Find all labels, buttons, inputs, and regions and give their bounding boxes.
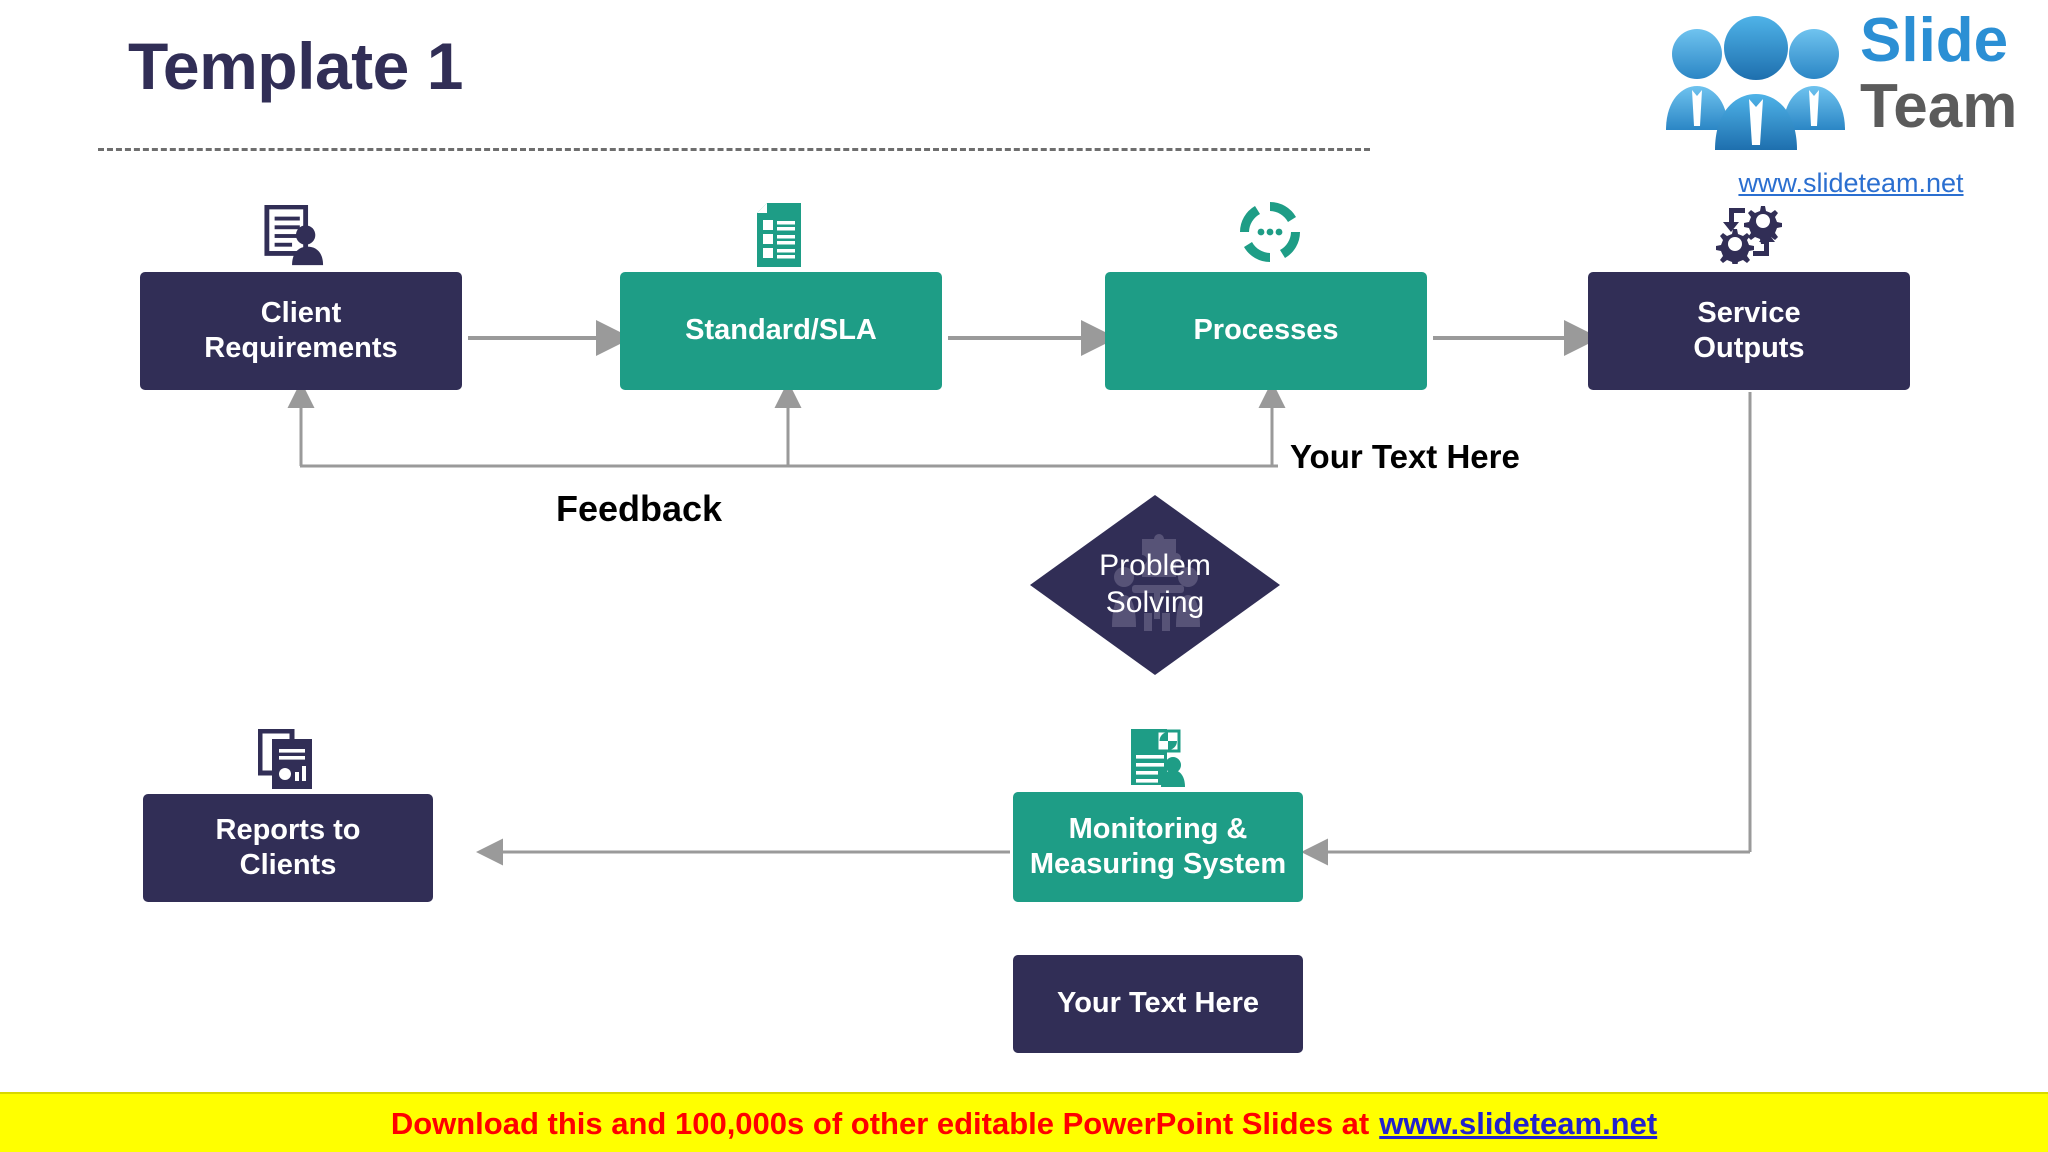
diamond-label-line1: Problem — [1099, 549, 1211, 583]
logo-text-slide: Slide — [1860, 6, 2009, 75]
page-title: Template 1 — [128, 29, 463, 103]
your-text-here-label: Your Text Here — [1290, 438, 1520, 475]
feedback-label: Feedback — [556, 488, 723, 529]
cycle-arrows-icon — [1240, 202, 1300, 262]
box-label: Processes — [1193, 314, 1339, 347]
box-label: Standard/SLA — [685, 314, 877, 347]
footer-link[interactable]: www.slideteam.net — [1379, 1106, 1658, 1141]
three-people-icon — [1666, 16, 1845, 150]
gears-process-icon — [1716, 206, 1782, 264]
box-label-line1: Client — [260, 296, 342, 329]
box-label: Your Text Here — [1057, 987, 1259, 1020]
box-label-line2: Requirements — [204, 332, 398, 364]
box-label-line1: Reports to — [215, 813, 361, 846]
diamond-label: Problem Solving — [1030, 495, 1280, 675]
diamond-label-line2: Solving — [1105, 586, 1205, 619]
flow-box-processes[interactable]: Processes — [1105, 272, 1427, 390]
checklist-document-icon — [757, 203, 801, 267]
logo-text-team: Team — [1860, 72, 2018, 141]
logo-url-link[interactable]: www.slideteam.net — [1738, 168, 1964, 198]
box-label-line2: Outputs — [1693, 332, 1805, 364]
box-label-line1: Service — [1697, 296, 1801, 329]
flow-box-standard-sla[interactable]: Standard/SLA — [620, 272, 942, 390]
flow-box-your-text-here[interactable]: Your Text Here — [1013, 955, 1303, 1053]
slideteam-logo[interactable]: Slide Team www.slideteam.net — [1642, 0, 2048, 200]
box-label-line2: Measuring System — [1029, 848, 1287, 880]
problem-solving-diamond[interactable]: Problem Solving — [1030, 495, 1280, 675]
monitor-report-person-icon — [1131, 729, 1185, 787]
flow-box-monitoring-measuring-system[interactable]: Monitoring &Measuring System — [1013, 792, 1303, 902]
footer-text: Download this and 100,000s of other edit… — [390, 1106, 1370, 1141]
report-chart-icon — [258, 729, 312, 789]
puzzle-team-icon — [1112, 534, 1200, 631]
box-label-line2: Clients — [239, 849, 337, 881]
title-divider — [98, 148, 1370, 151]
download-footer-banner: Download this and 100,000s of other edit… — [0, 1092, 2048, 1152]
box-label-line1: Monitoring & — [1068, 812, 1248, 845]
document-person-icon — [264, 205, 324, 266]
